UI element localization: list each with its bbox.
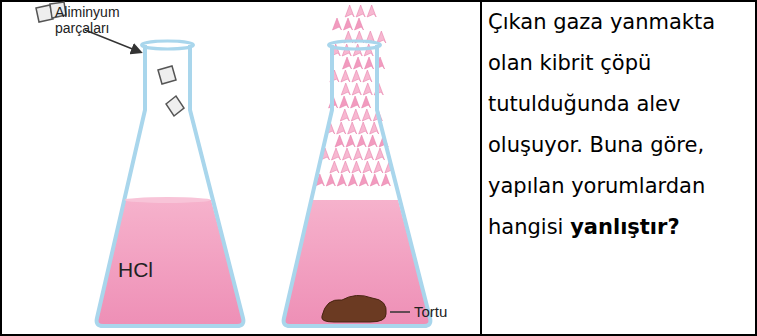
solution-label: HCl xyxy=(118,258,178,282)
right-flask xyxy=(284,5,431,326)
gas-bubble xyxy=(337,174,346,186)
gas-bubble xyxy=(362,96,371,108)
gas-bubble xyxy=(359,174,368,186)
gas-bubble xyxy=(376,148,385,160)
gas-bubble xyxy=(340,96,349,108)
gas-bubble xyxy=(343,148,352,160)
gas-bubble xyxy=(370,122,379,134)
gas-bubble xyxy=(351,109,360,121)
gas-bubble xyxy=(343,57,352,69)
gas-bubble xyxy=(367,5,376,17)
question-body: Çıkan gaza yanmakta olan kibrit çöpü tut… xyxy=(488,10,715,239)
gas-bubble xyxy=(341,161,350,173)
question-text: Çıkan gaza yanmakta olan kibrit çöpü tut… xyxy=(488,2,750,248)
gas-bubble xyxy=(370,174,379,186)
gas-bubble xyxy=(345,5,354,17)
gas-bubble xyxy=(341,70,350,82)
gas-bubble xyxy=(346,135,355,147)
gas-bubble xyxy=(354,148,363,160)
gas-bubble xyxy=(352,83,361,95)
gas-bubble xyxy=(335,135,344,147)
sediment xyxy=(322,295,386,322)
gas-bubble xyxy=(381,174,390,186)
gas-bubble xyxy=(365,148,374,160)
part-label: Aliminyum parçaları xyxy=(55,4,145,36)
gas-bubble xyxy=(354,57,363,69)
gas-bubble xyxy=(348,122,357,134)
leader-line xyxy=(390,311,410,313)
table-divider xyxy=(480,1,482,335)
gas-bubble xyxy=(351,96,360,108)
gas-bubble xyxy=(344,18,353,30)
gas-bubble xyxy=(333,18,342,30)
gas-bubble xyxy=(362,109,371,121)
gas-bubble xyxy=(374,161,383,173)
gas-bubble xyxy=(352,161,361,173)
gas-bubble xyxy=(377,31,386,43)
gas-bubble xyxy=(326,174,335,186)
gas-bubble xyxy=(363,70,372,82)
gas-bubble xyxy=(355,18,364,30)
gas-bubble xyxy=(363,83,372,95)
gas-bubble xyxy=(359,122,368,134)
gas-bubble xyxy=(340,109,349,121)
gas-bubble xyxy=(352,70,361,82)
gas-bubble xyxy=(348,174,357,186)
gas-bubble xyxy=(368,135,377,147)
gas-bubble xyxy=(365,57,374,69)
gas-bubble xyxy=(341,83,350,95)
gas-bubble xyxy=(356,5,365,17)
gas-bubble xyxy=(337,122,346,134)
part-label: Tortu xyxy=(414,303,476,320)
question-emphasis: yanlıştır? xyxy=(570,215,679,239)
gas-bubble xyxy=(357,135,366,147)
left-flask xyxy=(97,41,244,326)
gas-bubble xyxy=(332,148,341,160)
gas-bubble xyxy=(363,161,372,173)
gas-bubble xyxy=(330,161,339,173)
